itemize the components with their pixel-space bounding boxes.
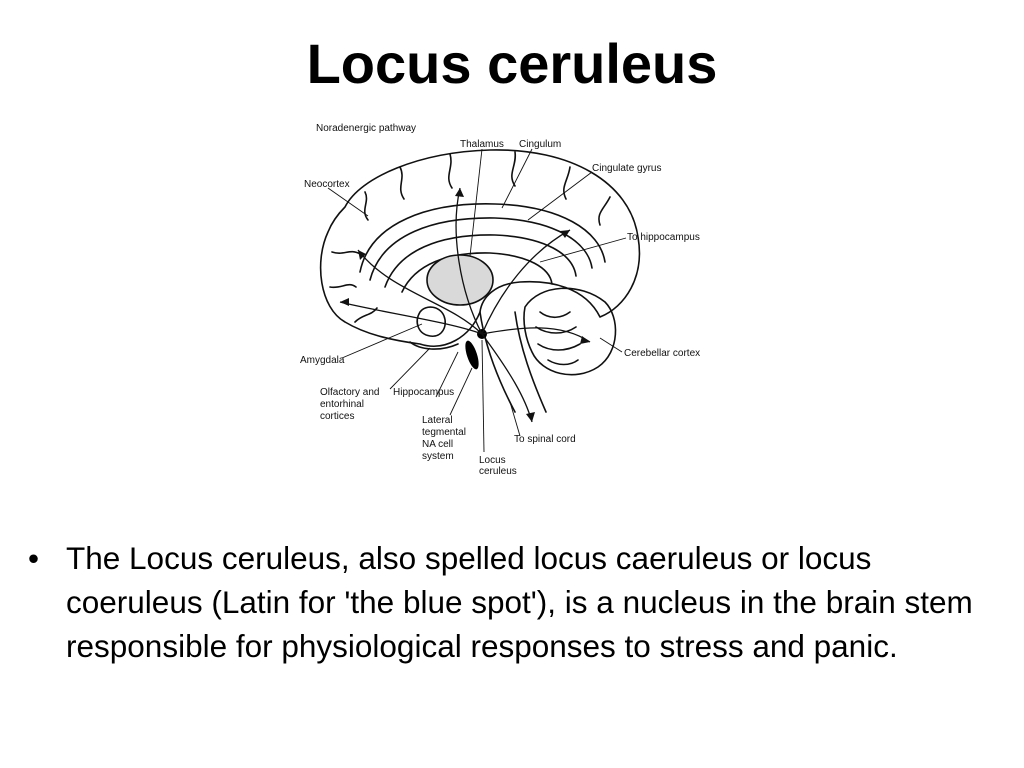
label-amygdala: Amygdala — [300, 355, 345, 366]
noradrenergic-pathway-diagram: Noradenergic pathway Neocortex Thalamus … — [270, 112, 750, 484]
label-hippocampus: Hippocampus — [393, 387, 454, 398]
label-locus-ceruleus-line-2: ceruleus — [479, 466, 517, 477]
slide-title: Locus ceruleus — [306, 32, 718, 95]
label-cingulum: Cingulum — [519, 139, 561, 150]
label-lateral-tegmental-line-1: Lateral — [422, 415, 453, 426]
label-to-hippocampus: To hippocampus — [627, 232, 700, 243]
label-lateral-tegmental-line-2: tegmental — [422, 427, 466, 438]
bullet-list: • The Locus ceruleus, also spelled locus… — [28, 536, 998, 668]
cerebellum-folia — [535, 311, 581, 366]
label-lateral-tegmental-line-3: NA cell — [422, 439, 453, 450]
thalamus-shape — [426, 254, 494, 306]
label-cerebellar-cortex: Cerebellar cortex — [624, 348, 700, 359]
cingulum-arc-inner — [384, 234, 577, 288]
brain-outline — [319, 149, 641, 347]
label-locus-ceruleus-line-1: Locus — [479, 455, 506, 466]
cingulum-arc-outer — [359, 203, 606, 273]
cingulum-arc-mid — [369, 217, 593, 281]
gyri — [329, 151, 611, 323]
label-olfactory-line-3: cortices — [320, 411, 354, 422]
label-lateral-tegmental-line-4: system — [422, 451, 454, 462]
olfactory-shape — [409, 341, 459, 350]
label-olfactory-line-1: Olfactory and — [320, 387, 379, 398]
bullet-item: • The Locus ceruleus, also spelled locus… — [28, 536, 998, 668]
label-olfactory-line-2: entorhinal — [320, 399, 364, 410]
brainstem — [479, 311, 547, 413]
label-to-spinal-cord: To spinal cord — [514, 434, 576, 445]
bullet-text: The Locus ceruleus, also spelled locus c… — [66, 540, 973, 664]
label-cingulate-gyrus: Cingulate gyrus — [592, 163, 661, 174]
fornix-arc — [401, 252, 553, 293]
label-thalamus: Thalamus — [460, 139, 504, 150]
brain-sagittal-drawing: Noradenergic pathway Neocortex Thalamus … — [300, 123, 700, 477]
label-noradrenergic-pathway: Noradenergic pathway — [316, 123, 416, 134]
amygdala-shape — [416, 306, 446, 337]
lateral-tegmental-shape — [465, 340, 479, 370]
bullet-symbol: • — [28, 540, 40, 576]
label-neocortex: Neocortex — [304, 179, 350, 190]
cerebellum — [523, 287, 617, 376]
